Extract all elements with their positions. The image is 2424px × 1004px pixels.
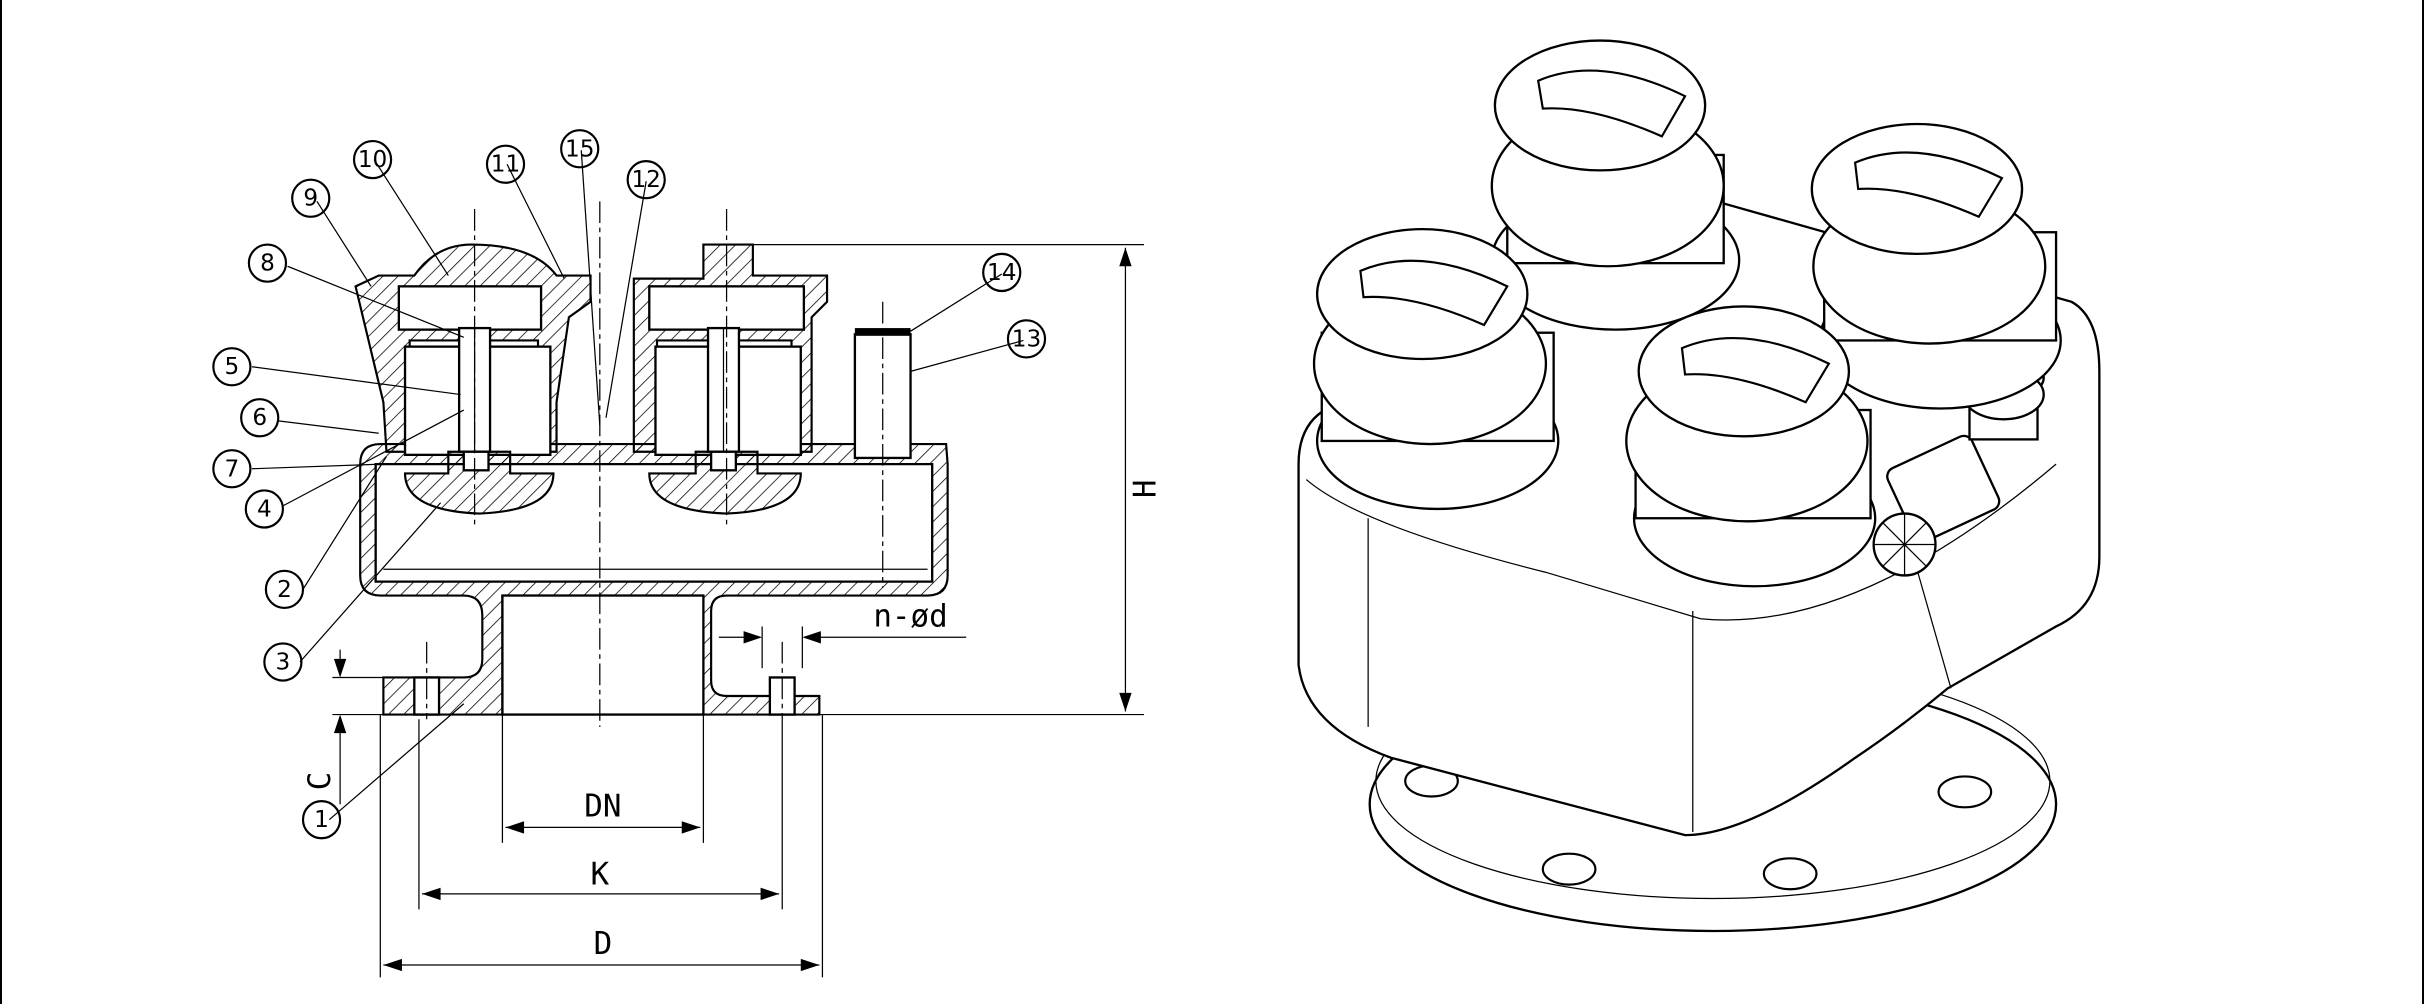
dimension-lines bbox=[332, 243, 1144, 978]
part-number: 6 bbox=[252, 404, 267, 431]
valve-right bbox=[632, 243, 829, 515]
part-number: 8 bbox=[260, 250, 275, 277]
part-balloon-4: 4 bbox=[244, 489, 284, 529]
coupling-left bbox=[1312, 227, 1560, 511]
dimension-label-k: K bbox=[591, 857, 610, 893]
part-number: 9 bbox=[303, 185, 318, 212]
part-balloon-1: 1 bbox=[301, 800, 342, 840]
part-number: 14 bbox=[987, 259, 1017, 286]
dimension-label-c: C bbox=[302, 772, 338, 791]
part-number: 13 bbox=[1012, 325, 1041, 352]
part-number: 7 bbox=[225, 455, 240, 482]
dimension-label-dn: DN bbox=[584, 789, 621, 825]
part-number: 12 bbox=[631, 166, 661, 193]
isometric-view bbox=[1297, 39, 2101, 933]
part-number: 4 bbox=[257, 495, 272, 522]
dimension-label-d: D bbox=[594, 926, 613, 962]
part-balloon-5: 5 bbox=[212, 347, 252, 387]
dimension-label-h: H bbox=[1128, 480, 1164, 499]
part-balloon-8: 8 bbox=[247, 243, 288, 283]
part-balloon-3: 3 bbox=[263, 642, 303, 682]
dimension-label-n-od: n-ød bbox=[873, 598, 947, 634]
part-balloon-10: 10 bbox=[352, 139, 393, 180]
section-view: 1 2 3 4 5 6 7 8 9 10 11 12 13 14 15 bbox=[212, 129, 1164, 978]
part-number: 3 bbox=[276, 649, 291, 676]
valve-left bbox=[354, 243, 592, 515]
part-balloon-12: 12 bbox=[626, 160, 666, 200]
coupling-right bbox=[1810, 122, 2062, 410]
part-number: 5 bbox=[225, 353, 240, 380]
part-number: 10 bbox=[358, 146, 388, 173]
part-balloon-7: 7 bbox=[212, 449, 252, 489]
part-balloon-6: 6 bbox=[240, 398, 280, 438]
part-balloon-14: 14 bbox=[982, 252, 1022, 293]
part-balloon-2: 2 bbox=[264, 569, 305, 609]
coupling-front bbox=[1625, 305, 1877, 588]
part-balloon-11: 11 bbox=[485, 144, 526, 184]
part-balloon-9: 9 bbox=[291, 178, 331, 218]
part-number: 11 bbox=[491, 151, 521, 178]
part-number: 2 bbox=[277, 576, 292, 603]
outlet-bore bbox=[501, 594, 705, 716]
part-balloon-15: 15 bbox=[560, 129, 600, 169]
coupling-back bbox=[1490, 39, 1741, 331]
part-number: 1 bbox=[314, 806, 329, 833]
part-number: 15 bbox=[565, 135, 595, 162]
part-balloon-13: 13 bbox=[1006, 319, 1047, 359]
